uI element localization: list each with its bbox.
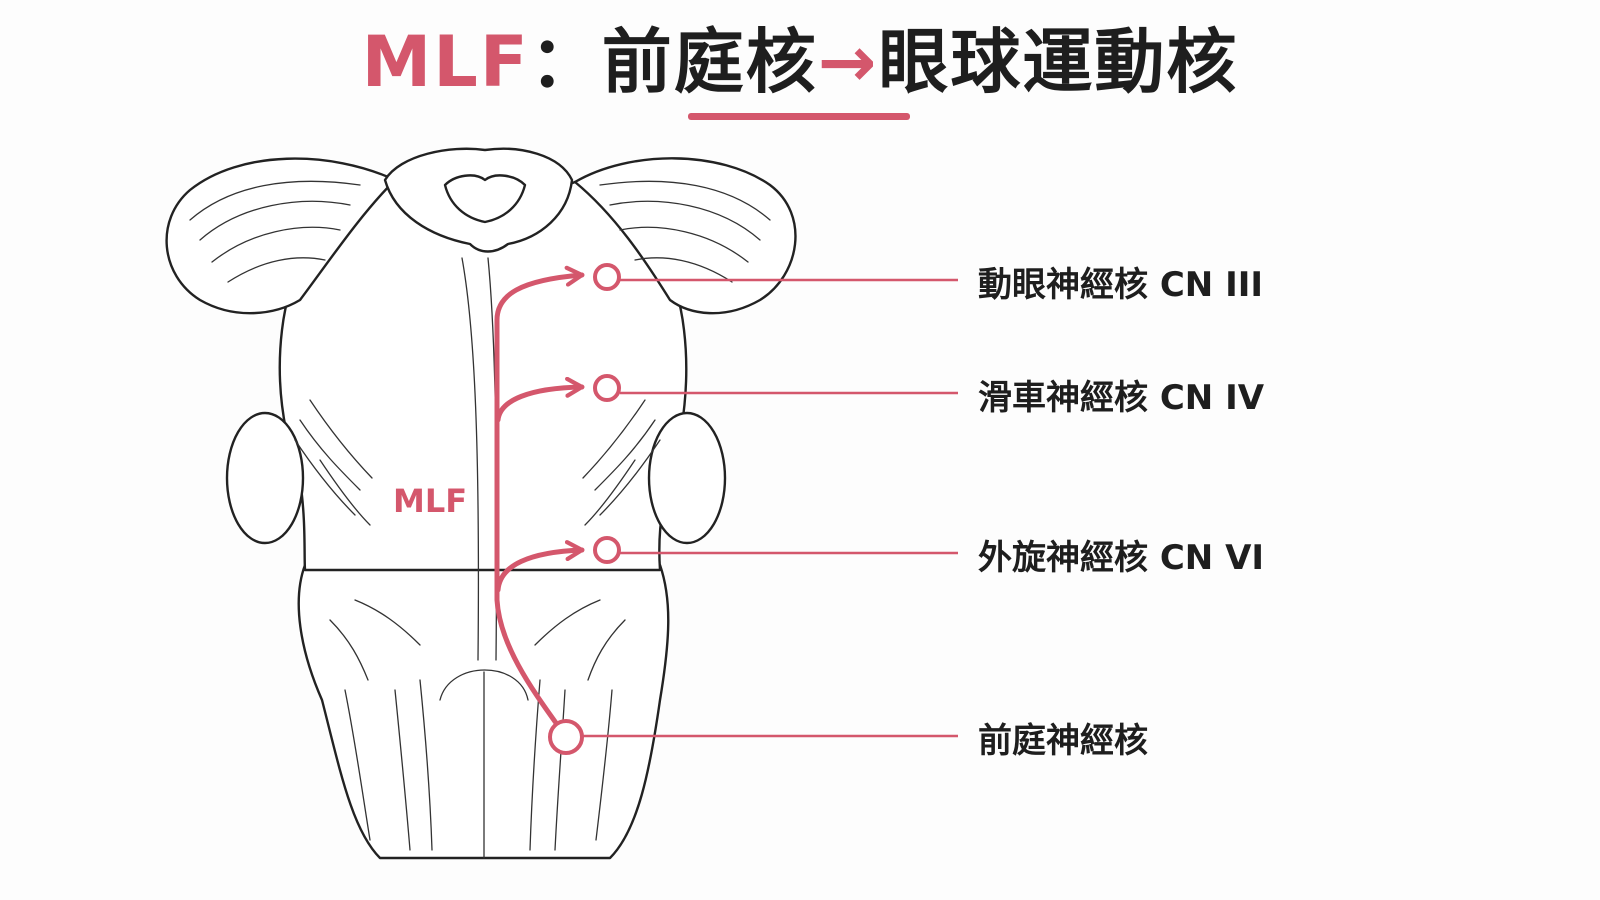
title-source: 前庭核 bbox=[601, 21, 818, 103]
nuclei-group: 動眼神經核 CN III 滑車神經核 CN IV 外旋神經核 CN VI 前庭神… bbox=[548, 263, 1265, 761]
mlf-main-tract bbox=[494, 265, 585, 740]
label-abducens: 外旋神經核 CN VI bbox=[978, 538, 1264, 578]
nucleus-oculomotor bbox=[593, 263, 621, 291]
title-arrow-icon: → bbox=[817, 21, 879, 103]
title-underline bbox=[688, 113, 910, 120]
nucleus-trochlear bbox=[593, 374, 621, 402]
label-oculomotor: 動眼神經核 CN III bbox=[978, 265, 1263, 305]
diagram-title: MLF：前庭核→眼球運動核 bbox=[0, 12, 1600, 112]
nucleus-vestibular bbox=[548, 719, 584, 755]
mlf-branch-abducens bbox=[495, 540, 585, 593]
brainstem-illustration bbox=[165, 147, 797, 860]
label-trochlear: 滑車神經核 CN IV bbox=[978, 378, 1265, 418]
obex-arc bbox=[439, 669, 529, 701]
medulla-striations bbox=[329, 599, 626, 851]
colliculi-inner bbox=[443, 174, 527, 224]
left-folia bbox=[189, 180, 361, 283]
median-sulcus bbox=[461, 257, 480, 661]
title-separator: ： bbox=[529, 21, 602, 103]
left-lateral-bulge bbox=[225, 411, 305, 545]
left-hemisphere bbox=[165, 157, 397, 315]
label-vestibular: 前庭神經核 bbox=[978, 721, 1148, 761]
title-target: 眼球運動核 bbox=[878, 21, 1239, 103]
right-lateral-bulge bbox=[647, 411, 727, 545]
nucleus-abducens bbox=[593, 536, 621, 564]
right-hemisphere bbox=[573, 157, 797, 315]
mlf-label: MLF bbox=[393, 482, 467, 520]
title-accent: MLF bbox=[361, 21, 530, 103]
mlf-branch-trochlear bbox=[495, 376, 585, 423]
mlf-pathway: MLF bbox=[393, 265, 585, 740]
pons-striations bbox=[294, 399, 661, 526]
right-folia bbox=[599, 180, 771, 283]
